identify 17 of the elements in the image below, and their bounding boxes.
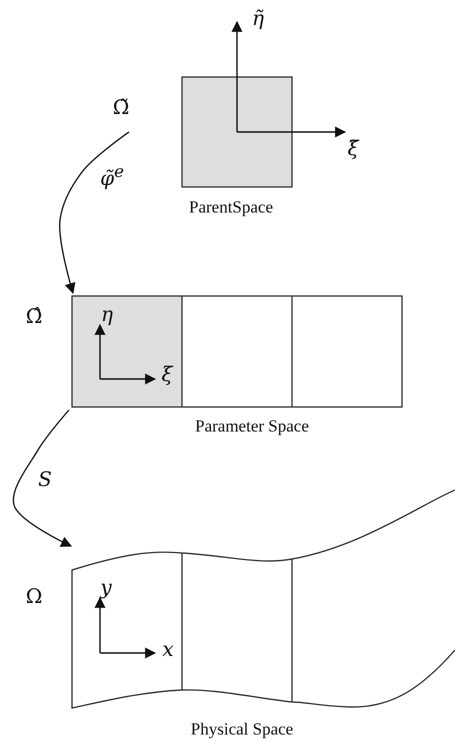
space-caption: Parameter Space [195,418,309,434]
axis-label: ξ̃ [348,138,358,158]
axis-label: η [101,304,113,324]
space-caption: ParentSpace [188,198,274,216]
domain-symbol: Ω̃ [112,97,130,117]
curved-mesh-drawing [72,490,455,740]
mapping-arrow [59,131,130,294]
mapping-arrow [12,410,72,547]
domain-symbol: Ω [26,586,42,606]
axis-label: η̃ [252,8,264,28]
space-caption: Physical Space [190,720,294,738]
axis-label: x [162,639,174,659]
axis-label: y [100,577,112,597]
axis-label: ξ [162,364,172,384]
edge-label: S [38,469,52,489]
domain-symbol: Ω̂ [26,306,42,326]
mesh-rectangle [72,296,403,438]
